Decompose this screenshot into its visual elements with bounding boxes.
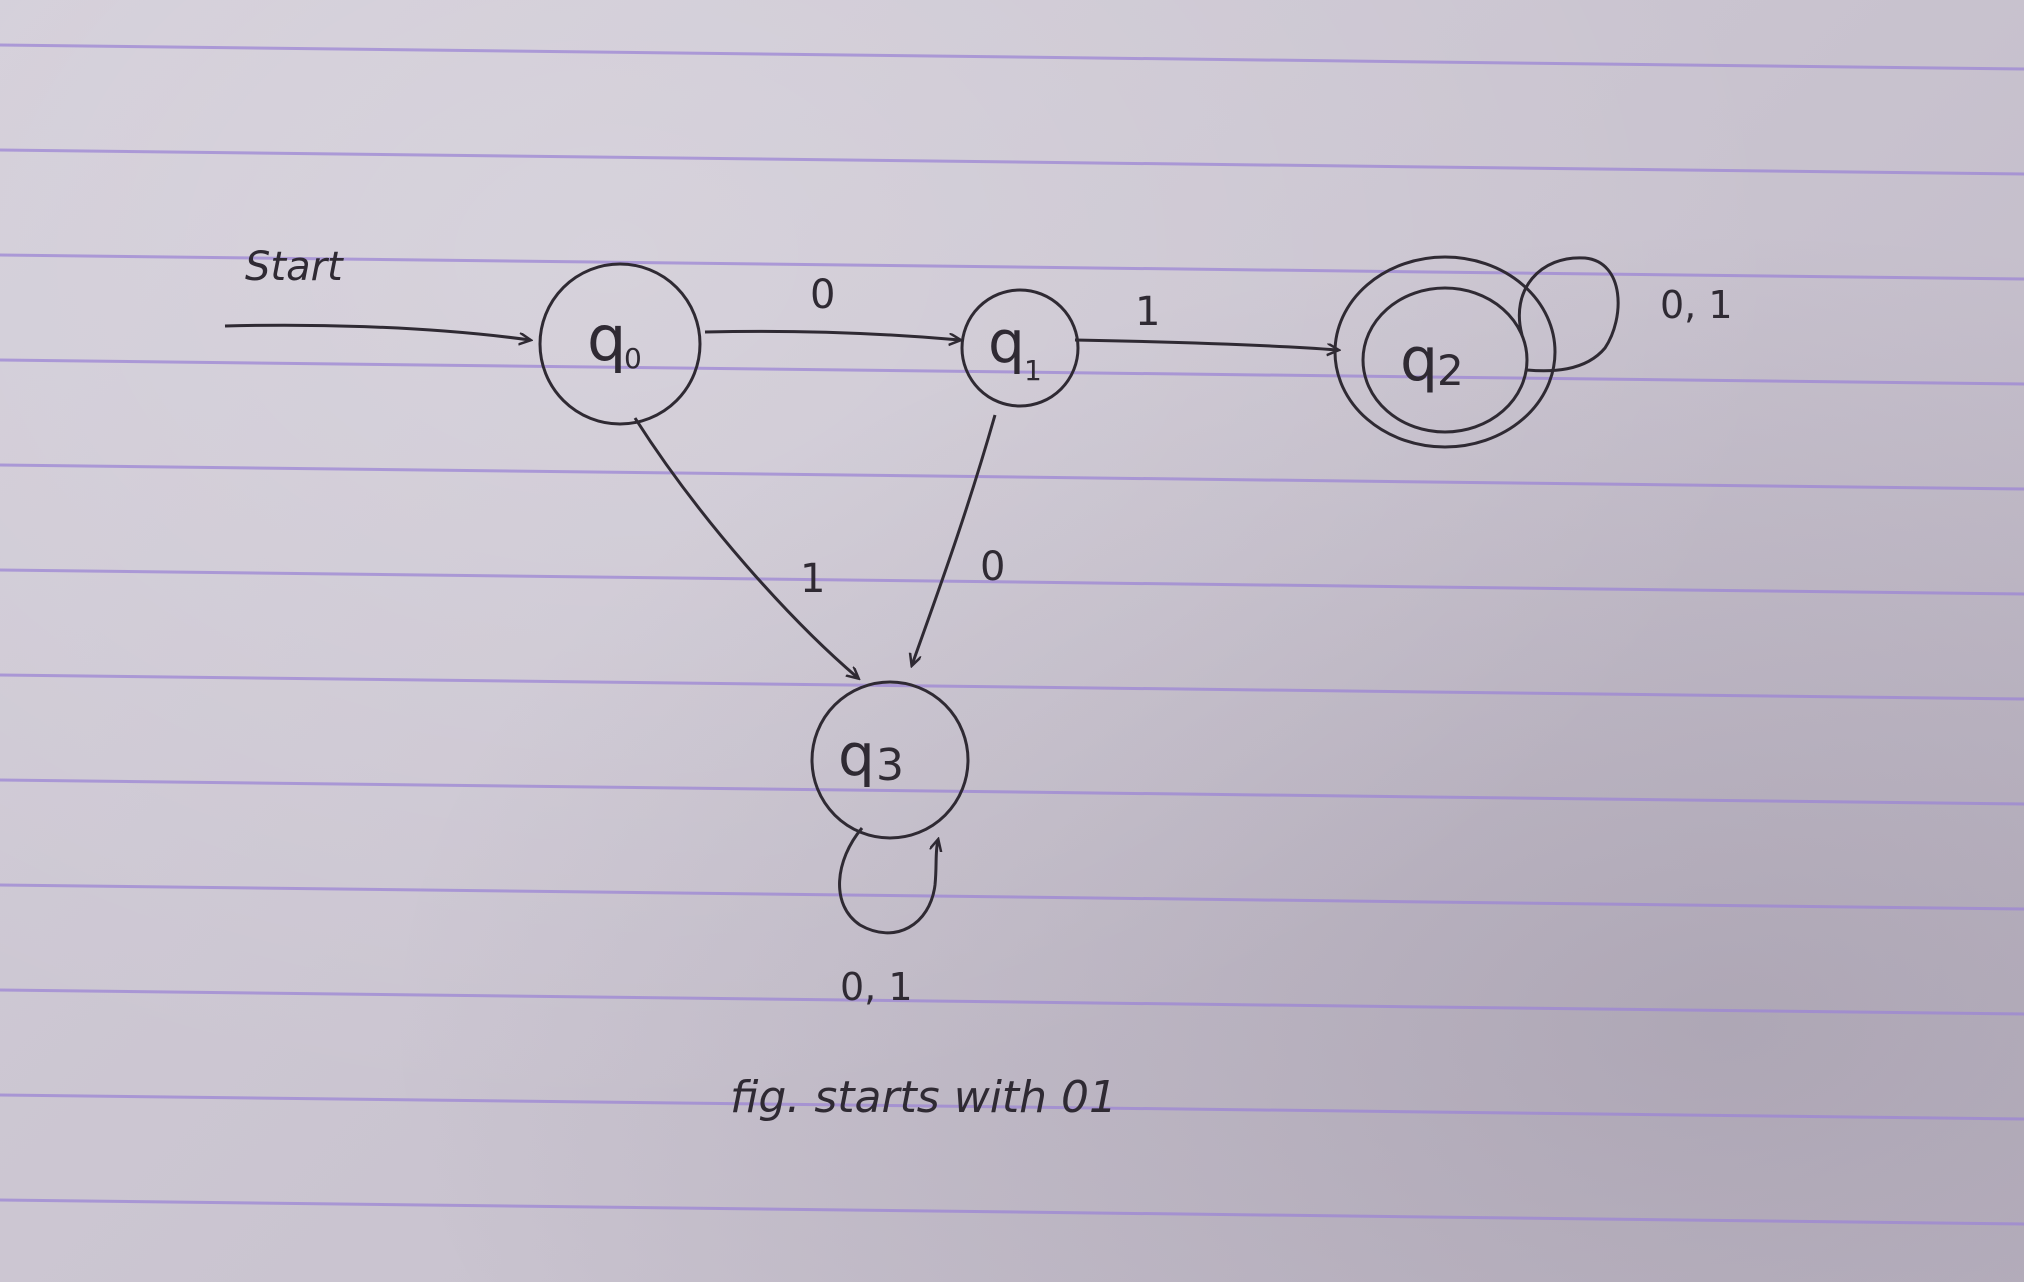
ruled-line bbox=[0, 883, 2024, 911]
state-q2-subscript: 2 bbox=[1437, 346, 1464, 395]
state-q0-label: q bbox=[587, 302, 626, 375]
ruled-line bbox=[0, 778, 2024, 806]
state-q1-subscript: 1 bbox=[1024, 354, 1042, 387]
state-q0: q 0 bbox=[538, 262, 702, 426]
transition-label-q1-q3: 0 bbox=[980, 544, 1005, 590]
ruled-line bbox=[0, 1093, 2024, 1121]
state-q0-subscript: 0 bbox=[624, 342, 642, 375]
self-loop-q2 bbox=[1517, 256, 1620, 373]
transition-label-q0-q3: 1 bbox=[800, 556, 825, 602]
start-arrow bbox=[224, 323, 530, 340]
transition-q0-q3 bbox=[633, 417, 858, 678]
transition-label-q0-q1: 0 bbox=[810, 272, 835, 318]
transition-q1-q3 bbox=[912, 414, 997, 665]
ruled-line bbox=[0, 988, 2024, 1016]
ruled-line bbox=[0, 358, 2024, 386]
ruled-line bbox=[0, 253, 2024, 281]
self-loop-q3 bbox=[838, 827, 938, 935]
state-q2: q 2 bbox=[1333, 255, 1557, 449]
transition-label-q1-q2: 1 bbox=[1135, 289, 1160, 335]
self-loop-label-q2: 0, 1 bbox=[1660, 283, 1733, 327]
state-q3-label: q bbox=[838, 721, 875, 789]
ruled-line bbox=[0, 148, 2024, 176]
ruled-line bbox=[0, 463, 2024, 491]
transition-q0-q1 bbox=[704, 329, 960, 340]
start-label: Start bbox=[245, 244, 344, 290]
transition-q1-q2 bbox=[1074, 338, 1338, 350]
figure-caption: fig. starts with 01 bbox=[730, 1072, 1117, 1123]
state-q3-subscript: 3 bbox=[876, 740, 904, 791]
ruled-line bbox=[0, 1198, 2024, 1226]
ruled-line bbox=[0, 673, 2024, 701]
self-loop-label-q3: 0, 1 bbox=[840, 965, 913, 1009]
ruled-lines bbox=[0, 43, 2024, 1226]
ruled-line bbox=[0, 568, 2024, 596]
state-q2-label: q bbox=[1400, 325, 1438, 395]
state-q1: q 1 bbox=[960, 288, 1080, 408]
state-q3: q 3 bbox=[810, 680, 970, 840]
state-q1-label: q bbox=[988, 308, 1025, 376]
ruled-line bbox=[0, 43, 2024, 71]
